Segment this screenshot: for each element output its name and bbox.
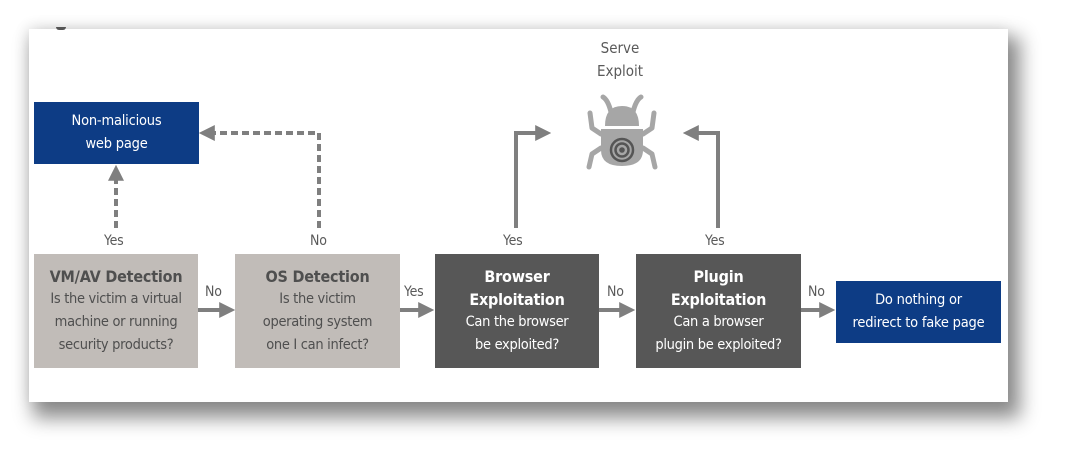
arrow-os-no bbox=[198, 125, 321, 228]
clipped-text-fragment bbox=[56, 27, 66, 30]
node-title: Exploitation bbox=[469, 290, 565, 309]
node-title: VM/AV Detection bbox=[49, 267, 183, 286]
edge-label-plugin-no: No bbox=[808, 284, 825, 300]
edge-label-vm-no: No bbox=[205, 284, 222, 300]
edge-label-browser-no: No bbox=[607, 284, 624, 300]
serve-exploit-label: Serve Exploit bbox=[560, 37, 680, 83]
node-title: Plugin bbox=[693, 267, 744, 286]
node-title: Browser bbox=[484, 267, 550, 286]
node-question-line: Can the browser bbox=[465, 314, 569, 330]
node-question-line: security products? bbox=[58, 337, 174, 353]
node-text-line: Non-malicious bbox=[71, 113, 162, 129]
node-text-line: Do nothing or bbox=[875, 292, 962, 308]
edge-label-browser-yes: Yes bbox=[503, 233, 523, 249]
edge-label-plugin-yes: Yes bbox=[705, 233, 725, 249]
node-title: Exploitation bbox=[670, 290, 767, 309]
node-question-line: one I can infect? bbox=[266, 337, 369, 353]
node-text-line: web page bbox=[85, 136, 148, 152]
node-plugin-exploitation: Plugin Exploitation Can a browser plugin… bbox=[636, 254, 801, 368]
node-question-line: be exploited? bbox=[475, 337, 559, 353]
arrow-browser-yes bbox=[514, 125, 552, 228]
node-question-line: machine or running bbox=[54, 314, 178, 330]
serve-exploit-line-2: Exploit bbox=[596, 62, 644, 80]
node-title: OS Detection bbox=[265, 267, 370, 286]
serve-exploit-line-1: Serve bbox=[600, 39, 640, 57]
edge-label-os-yes: Yes bbox=[404, 284, 424, 300]
edge-label-os-no: No bbox=[310, 233, 327, 249]
node-os-detection: OS Detection Is the victim operating sys… bbox=[235, 254, 400, 368]
node-question-line: Is the victim a virtual bbox=[50, 291, 182, 307]
node-text-line: redirect to fake page bbox=[852, 315, 985, 331]
node-non-malicious-web-page: Non-malicious web page bbox=[34, 102, 199, 164]
node-question-line: Can a browser bbox=[673, 314, 764, 330]
node-question-line: operating system bbox=[262, 314, 373, 330]
arrow-plugin-yes bbox=[682, 125, 720, 228]
node-do-nothing: Do nothing or redirect to fake page bbox=[836, 281, 1001, 343]
node-question-line: plugin be exploited? bbox=[655, 337, 782, 353]
bug-target-icon bbox=[586, 94, 658, 170]
node-question-line: Is the victim bbox=[279, 291, 356, 307]
node-vm-av-detection: VM/AV Detection Is the victim a virtual … bbox=[34, 254, 198, 368]
edge-label-vm-yes: Yes bbox=[104, 233, 124, 249]
node-browser-exploitation: Browser Exploitation Can the browser be … bbox=[435, 254, 599, 368]
